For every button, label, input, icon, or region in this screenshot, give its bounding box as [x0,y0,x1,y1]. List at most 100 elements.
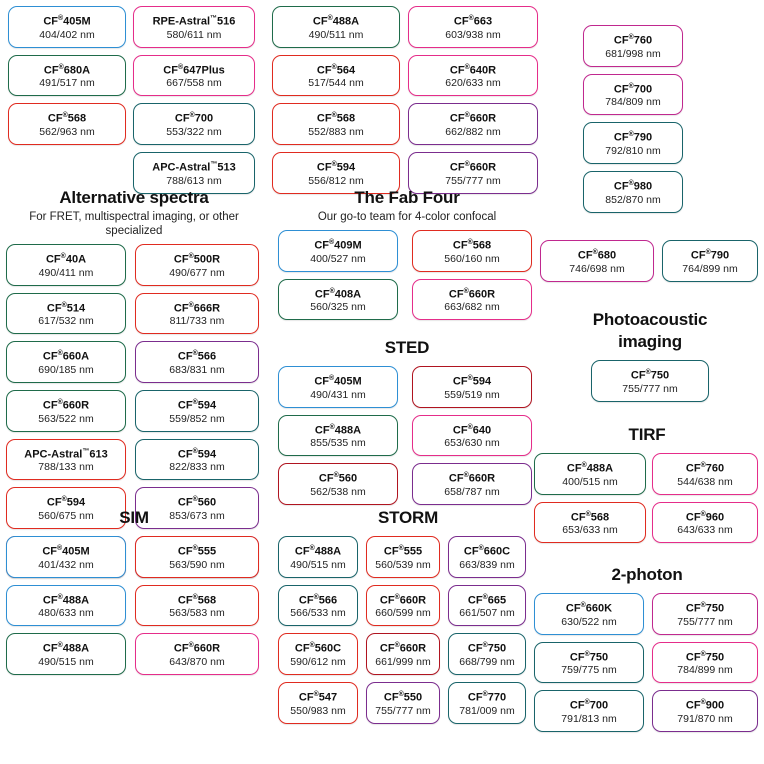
dye-wavelengths: 617/532 nm [38,315,94,328]
dye-name: CF®660R [42,398,90,412]
dye-name: CF®408A [314,287,362,301]
trademark-mark: ® [61,301,67,309]
trademark-mark: ® [331,112,337,120]
dye-name: CF®700 [569,699,609,712]
dye-wavelengths: 490/431 nm [310,388,366,401]
dye-wavelengths: 480/633 nm [38,607,94,620]
dye-wavelengths: 788/613 nm [166,174,222,187]
trademark-mark: ® [331,160,337,168]
trademark-mark: ® [313,593,319,601]
trademark-mark: ® [398,545,404,552]
trademark-mark: ® [331,63,337,71]
trademark-mark: ® [192,447,198,455]
trademark-mark: ® [581,462,587,469]
trademark-mark: ® [705,249,711,256]
trademark-mark: ® [580,602,586,609]
dye-wavelengths: 560/160 nm [444,252,500,265]
dye-wavelengths: 781/009 nm [459,704,515,717]
dye-name: CF®568 [316,112,356,125]
trademark-mark: ™ [210,15,218,22]
dye-wavelengths: 590/612 nm [290,655,346,668]
trademark-mark: ® [700,510,706,518]
dye-wavelengths: 490/511 nm [308,28,364,41]
